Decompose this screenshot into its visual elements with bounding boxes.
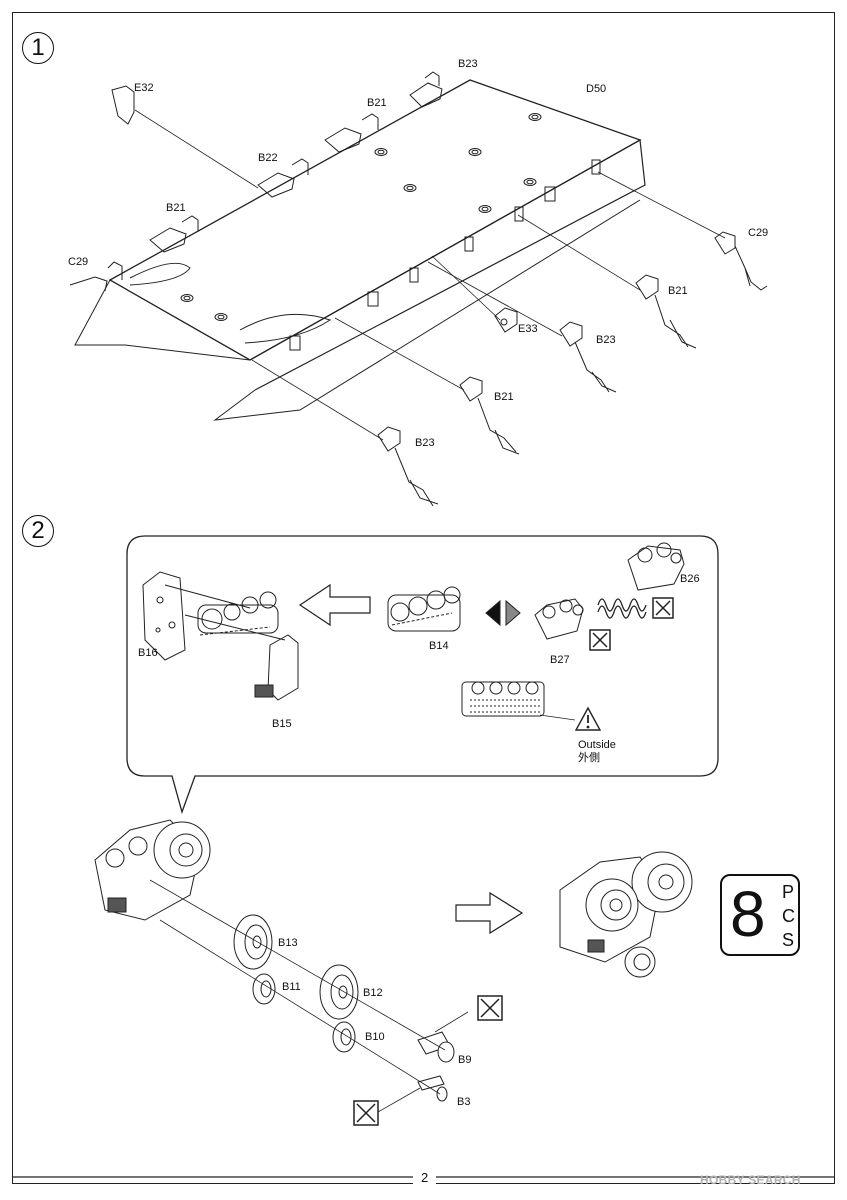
part-label-b12: B12 — [363, 987, 383, 999]
wheel-parts — [233, 914, 455, 1102]
outside-detail — [461, 681, 576, 721]
assembly-arrow-icon — [298, 583, 371, 627]
no-glue-icon — [652, 597, 674, 619]
step1-loose-parts — [377, 231, 768, 507]
part-label-b22: B22 — [258, 152, 278, 164]
part-label-b23: B23 — [415, 437, 435, 449]
part-label-b3: B3 — [457, 1096, 471, 1108]
part-label-b11: B11 — [282, 981, 301, 993]
part-label-b21: B21 — [668, 285, 688, 297]
part-label-b26: B26 — [680, 573, 700, 585]
part-label-e33: E33 — [518, 323, 538, 335]
part-label-b21: B21 — [494, 391, 514, 403]
part-label-d50: D50 — [586, 83, 607, 95]
b26-part — [627, 542, 685, 591]
part-label-b21: B21 — [367, 97, 387, 109]
reverse-arrows-icon — [485, 599, 521, 627]
top-attached-parts — [69, 71, 443, 292]
suspension-assembly — [164, 584, 299, 701]
part-label-b15: B15 — [272, 718, 292, 730]
part-label-b13: B13 — [278, 937, 298, 949]
spring-part — [597, 598, 647, 619]
step1-leader-lines — [134, 109, 726, 441]
part-label-b14: B14 — [429, 640, 449, 652]
part-label-c29: C29 — [748, 227, 769, 239]
part-label-b23: B23 — [596, 334, 616, 346]
part-label-b10: B10 — [365, 1031, 385, 1043]
no-glue-icon — [353, 1100, 379, 1126]
part-label-e32: E32 — [134, 82, 154, 94]
part-label-b23: B23 — [458, 58, 478, 70]
quantity-box: 8 P C S — [720, 874, 800, 956]
page-number: 2 — [413, 1170, 437, 1185]
quantity-unit: P C S — [782, 882, 795, 950]
step-number-1: 1 — [22, 32, 54, 64]
b14-part — [387, 586, 461, 632]
warning-triangle-icon — [574, 706, 602, 731]
warning-label-outside: Outside — [578, 739, 616, 751]
side-brackets — [289, 159, 601, 351]
b16-part — [142, 571, 186, 661]
floor-holes — [180, 113, 542, 321]
no-glue-icon — [589, 629, 611, 651]
bogie-assembly-finished — [559, 851, 693, 978]
part-label-b21: B21 — [166, 202, 186, 214]
callout-bubble — [126, 535, 719, 815]
step-number-2: 2 — [22, 515, 54, 547]
quantity-value: 8 — [730, 878, 766, 950]
hull-floor-drawing — [69, 71, 646, 421]
part-label-c29: C29 — [68, 256, 89, 268]
no-glue-icon — [477, 995, 503, 1021]
bogie-assembly-left — [94, 819, 211, 921]
b27-part — [534, 598, 584, 640]
part-label-b9: B9 — [458, 1054, 472, 1066]
part-label-b16: B16 — [138, 647, 158, 659]
warning-label-outside-jp: 外側 — [578, 752, 600, 764]
assembly-arrow-icon — [455, 891, 524, 935]
part-label-b27: B27 — [550, 654, 570, 666]
watermark: HOBBY SEARCH — [700, 1173, 801, 1187]
step2-leader-lines — [149, 879, 469, 1113]
